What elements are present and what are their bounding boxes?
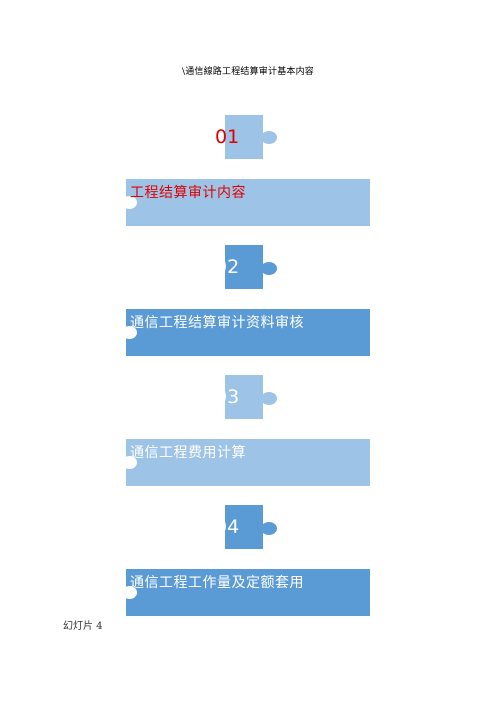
puzzle-knob-icon [261, 522, 277, 535]
section-number-02: 02 [215, 245, 277, 289]
section-banner-01: 工程结算审计内容 [122, 179, 370, 226]
banner-knob-icon [122, 456, 137, 469]
section-banner-03: 通信工程费用计算 [122, 439, 370, 486]
section-number-text: 01 [215, 126, 240, 148]
section-banner-04: 通信工程工作量及定额套用 [122, 569, 370, 616]
page-title: \通信線路工程结算审计基本内容 [181, 67, 315, 77]
banner-knob-icon [122, 196, 137, 209]
puzzle-knob-icon [261, 392, 277, 405]
section-label: 工程结算审计内容 [130, 185, 246, 201]
banner-knob-icon [122, 326, 137, 339]
section-number-text: 02 [215, 256, 240, 278]
section-number-04: 04 [215, 505, 277, 549]
section-banner-02: 通信工程结算审计资料审核 [122, 309, 370, 356]
section-number-text: 03 [215, 386, 240, 408]
puzzle-knob-icon [261, 262, 277, 275]
section-label: 通信工程结算审计资料审核 [130, 315, 304, 331]
section-number-01: 01 [215, 115, 277, 159]
section-label: 通信工程费用计算 [130, 445, 246, 461]
slide-label: 幻灯片 4 [63, 621, 103, 632]
puzzle-knob-icon [261, 131, 277, 144]
banner-knob-icon [122, 586, 137, 599]
section-number-03: 03 [215, 375, 277, 419]
section-number-text: 04 [215, 516, 240, 538]
section-label: 通信工程工作量及定额套用 [130, 575, 304, 591]
